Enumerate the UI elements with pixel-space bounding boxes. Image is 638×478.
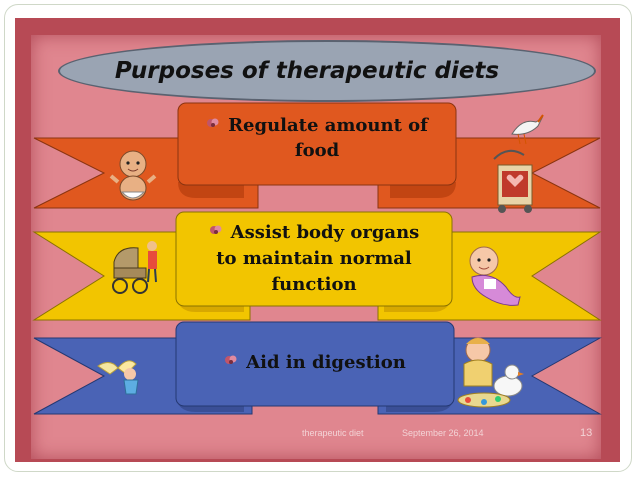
ribbon-3-text: Aid in digestion — [176, 350, 454, 376]
page-number: 13 — [580, 427, 593, 439]
ribbon-2-line-3: function — [271, 274, 357, 295]
title-banner: Purposes of therapeutic diets — [58, 40, 596, 102]
ribbon-1-text: Regulate amount of food — [178, 113, 456, 163]
stroller-icon — [112, 241, 157, 294]
ribbon-1-line-1: Regulate amount of — [178, 113, 456, 138]
ribbon-1-line-2: food — [294, 140, 340, 161]
ribbon-2-line-2: to maintain normal — [216, 248, 412, 269]
slide-title: Purposes of therapeutic diets — [114, 58, 500, 84]
fairy-icon — [97, 360, 139, 395]
ribbon-1 — [33, 102, 601, 209]
baby-icon — [109, 150, 157, 201]
flower-bullet-icon — [209, 225, 222, 234]
ribbon-2-text: Assist body organs to maintain normal fu… — [176, 220, 452, 298]
infant-icon — [469, 246, 521, 306]
gift-crib-icon — [493, 149, 533, 213]
footer-date: September 26, 2014 — [402, 428, 484, 438]
ribbon-3-line-1: Aid in digestion — [176, 350, 454, 376]
flower-bullet-icon — [207, 118, 219, 127]
stork-icon — [511, 114, 544, 145]
flower-bullet-icon — [225, 355, 237, 364]
ribbon-2-line-1: Assist body organs — [176, 220, 452, 246]
children-duck-icon — [457, 337, 524, 408]
footer-label: therapeutic diet — [302, 428, 364, 438]
